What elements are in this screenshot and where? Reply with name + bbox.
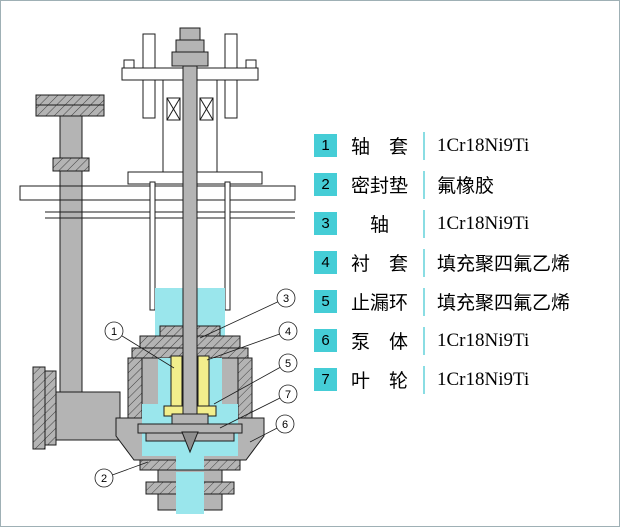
part-name: 泵 体 [351,332,409,353]
support-column [149,181,231,311]
bearing [166,97,214,121]
part-name: 轴 [351,215,409,236]
legend-divider [423,365,425,394]
discharge-pipe [32,94,121,450]
part-number-badge: 2 [314,173,337,196]
part-number-badge: 7 [314,368,337,391]
part-material: 氟橡胶 [437,176,495,197]
callout-number-2: 2 [101,473,107,485]
part-material: 1Cr18Ni9Ti [437,212,530,234]
legend-row-6: 6 泵 体 1Cr18Ni9Ti [314,321,570,360]
suction-inlet [145,469,235,512]
part-material: 1Cr18Ni9Ti [437,329,530,351]
legend-divider [423,248,425,277]
legend-row-7: 7 叶 轮 1Cr18Ni9Ti [314,360,570,399]
callout-number-7: 7 [285,389,291,401]
callouts: 1 2 3 4 5 7 6 [94,288,298,488]
legend-row-1: 1 轴 套 1Cr18Ni9Ti [314,126,570,165]
part-material: 填充聚四氟乙烯 [437,254,571,275]
part-name: 轴 套 [351,137,409,158]
part-material: 1Cr18Ni9Ti [437,134,530,156]
legend-divider [423,326,425,355]
legend-divider [423,209,425,238]
callout-number-5: 5 [285,358,291,370]
legend-row-5: 5 止漏环 填充聚四氟乙烯 [314,282,570,321]
part-number-badge: 6 [314,329,337,352]
part-name: 密封垫 [351,176,409,197]
legend-row-2: 2 密封垫 氟橡胶 [314,165,570,204]
part-number-badge: 5 [314,290,337,313]
impeller [137,413,243,454]
part-name: 叶 轮 [351,371,409,392]
callout-number-1: 1 [111,326,117,338]
callout-number-3: 3 [283,293,289,305]
part-name: 止漏环 [351,293,409,314]
legend-divider [423,131,425,160]
legend-row-3: 3 轴 1Cr18Ni9Ti [314,204,570,243]
legend-divider [423,170,425,199]
part-material: 1Cr18Ni9Ti [437,368,530,390]
part-number-badge: 1 [314,134,337,157]
legend-row-4: 4 衬 套 填充聚四氟乙烯 [314,243,570,282]
parts-legend: 1 轴 套 1Cr18Ni9Ti 2 密封垫 氟橡胶 3 轴 1Cr18Ni9T… [314,126,570,399]
part-number-badge: 3 [314,212,337,235]
part-number-badge: 4 [314,251,337,274]
legend-divider [423,287,425,316]
part-name: 衬 套 [351,254,409,275]
callout-number-6: 6 [282,419,288,431]
part-material: 填充聚四氟乙烯 [437,293,571,314]
callout-number-4: 4 [285,326,291,338]
